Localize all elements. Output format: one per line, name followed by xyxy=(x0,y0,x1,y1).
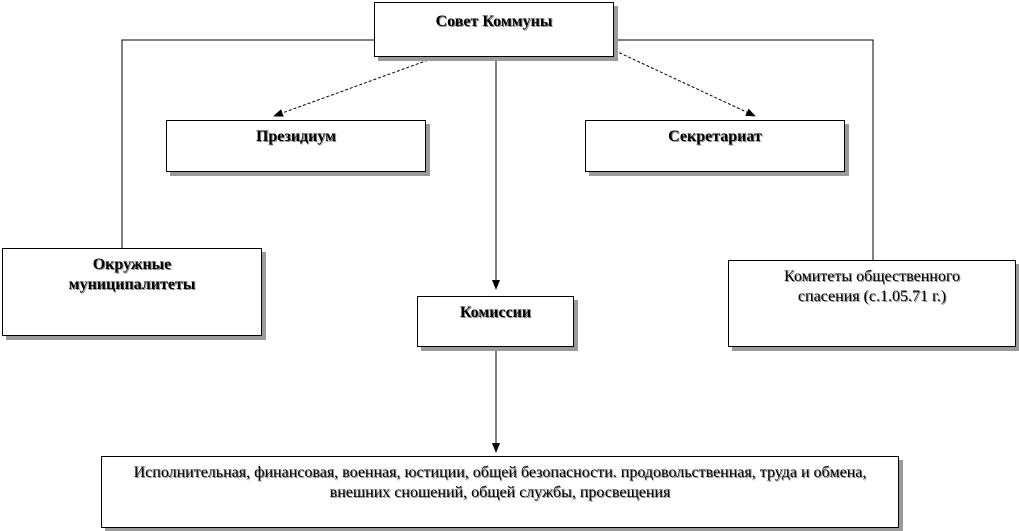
council-box: Совет Коммуны xyxy=(374,2,614,57)
committees-box: Комитеты общественного спасения (с.1.05.… xyxy=(728,260,1016,347)
commission-list-label: Исполнительная, финансовая, военная, юст… xyxy=(133,464,867,501)
committees-label: Комитеты общественного спасения (с.1.05.… xyxy=(784,268,960,305)
presidium-box: Президиум xyxy=(166,120,426,172)
arrow-council-committees xyxy=(614,39,877,272)
commission-list-box: Исполнительная, финансовая, военная, юст… xyxy=(101,456,899,528)
commissions-box: Комиссии xyxy=(417,296,574,347)
municipalities-box: Окружные муниципалитеты xyxy=(2,248,262,336)
arrow-council-secretariat xyxy=(591,39,756,117)
arrow-council-municipalities xyxy=(118,39,374,261)
municipalities-label: Окружные муниципалитеты xyxy=(68,256,196,293)
secretariat-box: Секретариат xyxy=(585,120,845,172)
commissions-label: Комиссии xyxy=(459,304,532,321)
presidium-label: Президиум xyxy=(255,128,337,145)
council-label: Совет Коммуны xyxy=(435,13,553,30)
arrow-council-presidium xyxy=(273,54,443,117)
secretariat-label: Секретариат xyxy=(668,128,762,145)
